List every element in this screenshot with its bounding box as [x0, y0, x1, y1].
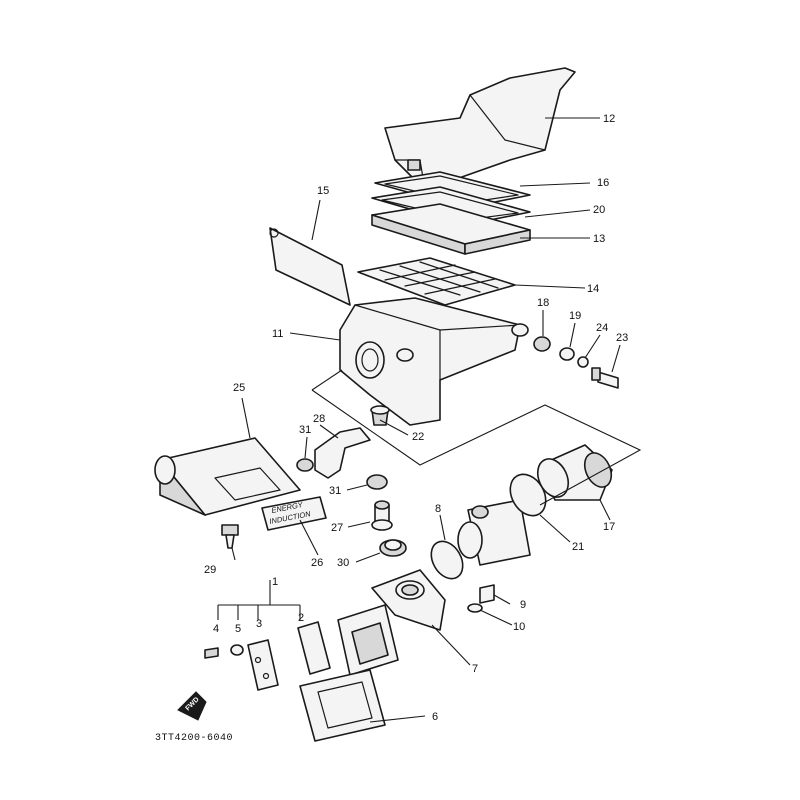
air-box-cover	[384, 67, 576, 191]
callout-23: 23	[616, 332, 628, 344]
side-plate	[269, 227, 351, 306]
callout-18: 18	[537, 297, 549, 309]
hose-clamp-upper	[296, 458, 314, 472]
manifold-bolt	[479, 584, 495, 604]
callout-26: 26	[311, 557, 323, 569]
callout-29: 29	[204, 564, 216, 576]
carb-clamp	[430, 540, 464, 580]
reed-screw	[204, 647, 219, 659]
manifold-washer	[467, 603, 483, 613]
callout-11: 11	[272, 328, 283, 340]
callout-15: 15	[317, 185, 329, 197]
intake-manifold	[371, 569, 446, 631]
callout-30: 30	[337, 557, 349, 569]
reed-valve-assembly	[247, 604, 399, 691]
fwd-arrow-badge: FWD	[177, 691, 207, 721]
part-code: 3TT4200-6040	[155, 733, 233, 744]
callout-1: 1	[272, 576, 278, 588]
callout-12: 12	[603, 113, 615, 125]
callout-4: 4	[213, 623, 219, 635]
callout-14: 14	[587, 283, 599, 295]
callout-17: 17	[603, 521, 615, 533]
callout-27: 27	[331, 522, 343, 534]
callout-19: 19	[569, 310, 581, 322]
fitting-cap	[379, 539, 407, 557]
air-box	[339, 297, 529, 426]
hose-fitting	[371, 500, 393, 531]
leader-lines	[217, 117, 621, 723]
reed-gasket	[299, 669, 386, 742]
callout-2: 2	[298, 612, 304, 624]
chamber-bolt	[221, 524, 239, 549]
callout-28: 28	[313, 413, 325, 425]
mounting-hardware	[533, 336, 619, 389]
energy-induction-chamber	[154, 437, 301, 516]
callout-16: 16	[597, 177, 609, 189]
drain-plug	[370, 405, 390, 426]
filter-guide-grid	[357, 257, 516, 306]
callout-8: 8	[435, 503, 441, 515]
hose-clamp-lower	[366, 474, 388, 490]
energy-induction-decal: ENERGY INDUCTION	[261, 496, 327, 531]
callout-7: 7	[472, 663, 478, 675]
air-box-boundary	[311, 369, 642, 506]
breather-hose	[314, 427, 371, 479]
callout-5: 5	[235, 623, 241, 635]
callout-31-upper: 31	[299, 424, 311, 436]
callout-20: 20	[593, 204, 605, 216]
callout-10: 10	[513, 621, 525, 633]
air-filter-element	[371, 203, 531, 255]
callout-labels: 12 16 20 13 14 15 11 22 18 19 24 23 25 2…	[204, 113, 628, 723]
callout-25: 25	[233, 382, 245, 394]
callout-9: 9	[520, 599, 526, 611]
intake-joint	[536, 444, 613, 501]
callout-22: 22	[412, 431, 424, 443]
callout-6: 6	[432, 711, 438, 723]
callout-21: 21	[572, 541, 584, 553]
callout-13: 13	[593, 233, 605, 245]
callout-24: 24	[596, 322, 608, 334]
callout-31-lower: 31	[329, 485, 341, 497]
callout-3: 3	[256, 618, 262, 630]
reed-washer	[230, 644, 244, 656]
carburetor	[457, 499, 531, 566]
